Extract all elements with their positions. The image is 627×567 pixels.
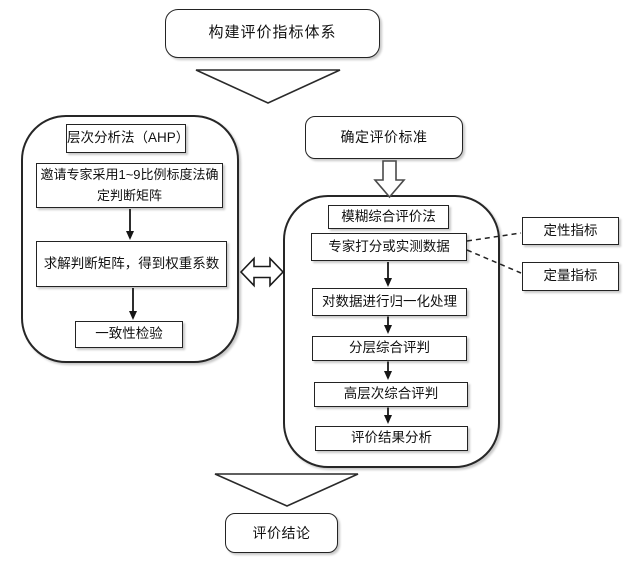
qualitative-indicator-box: 定性指标 xyxy=(522,217,619,245)
quantitative-indicator-label: 定量指标 xyxy=(543,268,598,284)
criteria-box: 确定评价标准 xyxy=(305,116,463,159)
ahp-header-label: 层次分析法（AHP） xyxy=(67,130,190,146)
ahp-step-3-label: 一致性检验 xyxy=(95,326,163,342)
fuzzy-step-2-label: 对数据进行归一化处理 xyxy=(322,293,457,309)
fuzzy-step-box-1: 专家打分或实测数据 xyxy=(311,233,467,261)
fuzzy-step-3-label: 分层综合评判 xyxy=(349,340,430,356)
ahp-step-1-label: 邀请专家采用1~9比例标度法确定判断矩阵 xyxy=(40,167,219,203)
top-flow-triangle-icon xyxy=(195,69,341,104)
ahp-step-box-1: 邀请专家采用1~9比例标度法确定判断矩阵 xyxy=(36,163,223,208)
conclusion-box: 评价结论 xyxy=(225,513,338,553)
fuzzy-step-5-label: 评价结果分析 xyxy=(351,430,432,446)
double-arrow-icon xyxy=(239,256,285,288)
ahp-header-box: 层次分析法（AHP） xyxy=(66,124,190,153)
block-arrow-down-icon xyxy=(373,160,406,199)
fuzzy-header-label: 模糊综合评价法 xyxy=(341,208,436,224)
criteria-label: 确定评价标准 xyxy=(340,129,428,145)
title-box: 构建评价指标体系 xyxy=(165,9,380,58)
fuzzy-step-box-5: 评价结果分析 xyxy=(315,426,468,451)
fuzzy-step-4-label: 高层次综合评判 xyxy=(343,386,439,402)
quantitative-indicator-box: 定量指标 xyxy=(522,262,619,291)
qualitative-indicator-label: 定性指标 xyxy=(543,222,598,238)
fuzzy-step-1-label: 专家打分或实测数据 xyxy=(328,238,450,254)
conclusion-label: 评价结论 xyxy=(252,524,311,541)
fuzzy-step-box-4: 高层次综合评判 xyxy=(314,382,468,407)
fuzzy-header-box: 模糊综合评价法 xyxy=(328,205,449,229)
fuzzy-step-box-2: 对数据进行归一化处理 xyxy=(312,288,467,316)
fuzzy-step-box-3: 分层综合评判 xyxy=(312,336,467,361)
bottom-flow-triangle-icon xyxy=(214,473,359,507)
ahp-step-box-2: 求解判断矩阵，得到权重系数 xyxy=(36,241,227,287)
ahp-step-box-3: 一致性检验 xyxy=(75,321,183,348)
title-label: 构建评价指标体系 xyxy=(208,24,337,42)
ahp-step-2-label: 求解判断矩阵，得到权重系数 xyxy=(43,255,220,271)
